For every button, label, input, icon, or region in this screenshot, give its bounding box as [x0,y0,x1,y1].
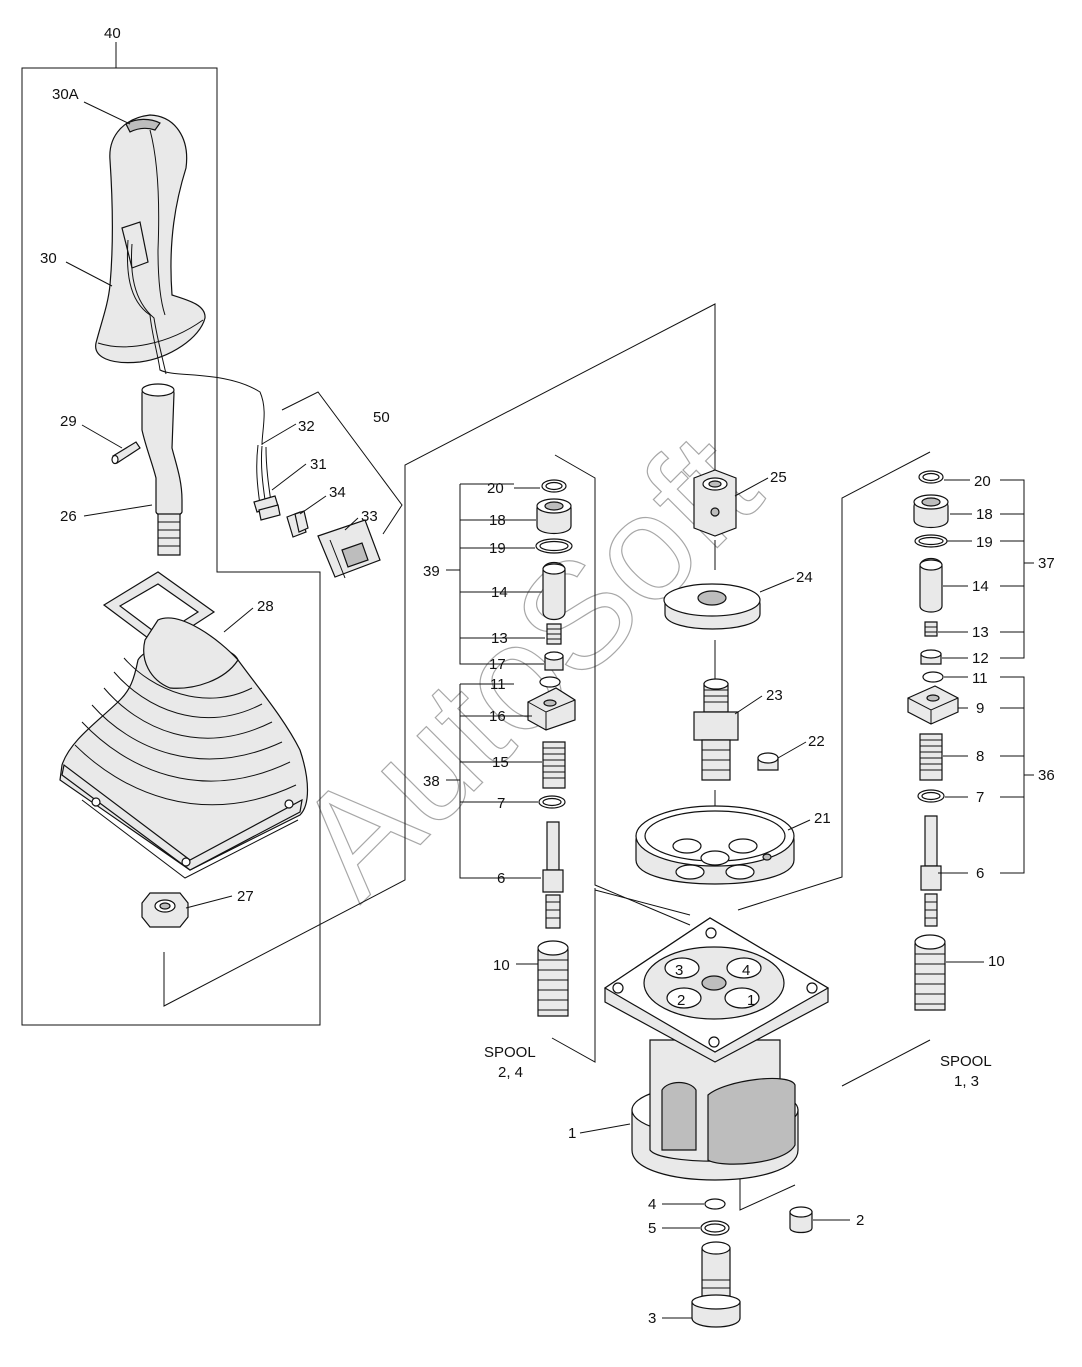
callout-labels: 40 30A 30 29 26 32 50 31 34 33 28 27 20 … [40,25,1055,1327]
label-21: 21 [814,810,831,827]
port-label-4: 4 [742,962,750,979]
label-33: 33 [361,508,378,525]
label-29: 29 [60,413,77,430]
label-13-left: 13 [491,630,508,647]
label-30: 30 [40,250,57,267]
label-40: 40 [104,25,121,42]
label-18-left: 18 [489,512,506,529]
label-27: 27 [237,888,254,905]
boot-28 [59,571,309,879]
label-31: 31 [310,456,327,473]
label-23: 23 [766,687,783,704]
spool-left-line2: 2, 4 [498,1064,523,1081]
label-10-right: 10 [988,953,1005,970]
frame-lines [21,42,931,1211]
label-18-right: 18 [976,506,993,523]
label-34: 34 [329,484,346,501]
label-17: 17 [489,656,506,673]
label-3: 3 [648,1310,656,1327]
label-1: 1 [568,1125,576,1142]
label-16: 16 [489,708,506,725]
label-50: 50 [373,409,390,426]
label-25: 25 [770,469,787,486]
label-38: 38 [423,773,440,790]
wires-and-connectors [253,444,381,579]
label-14-left: 14 [491,584,508,601]
spool-right-line1: SPOOL [940,1053,992,1070]
nut-27 [141,892,189,928]
label-20-left: 20 [487,480,504,497]
label-14-right: 14 [972,578,989,595]
leader-lines [65,101,1034,1319]
port-label-3: 3 [675,962,683,979]
label-8: 8 [976,748,984,765]
label-6-left: 6 [497,870,505,887]
label-15: 15 [492,754,509,771]
label-19-left: 19 [489,540,506,557]
pin-29 [111,441,141,465]
label-24: 24 [796,569,813,586]
label-10-left: 10 [493,957,510,974]
label-11-left: 11 [490,676,506,693]
label-13-right: 13 [972,624,989,641]
label-28: 28 [257,598,274,615]
label-7-right: 7 [976,789,984,806]
center-parts: 3 4 2 1 [603,469,830,1328]
handle-grip [95,114,265,446]
label-7-left: 7 [497,795,505,812]
label-26: 26 [60,508,77,525]
label-12: 12 [972,650,989,667]
label-32: 32 [298,418,315,435]
label-39: 39 [423,563,440,580]
spool-right-parts [907,470,959,1011]
label-9: 9 [976,700,984,717]
port-label-1: 1 [747,992,755,1009]
label-36: 36 [1038,767,1055,784]
label-37: 37 [1038,555,1055,572]
label-22: 22 [808,733,825,750]
spool-left-line1: SPOOL [484,1044,536,1061]
port-label-2: 2 [677,992,685,1009]
spool-right-line2: 1, 3 [954,1073,979,1090]
shaft-26 [141,383,183,556]
spool-left-parts [527,479,576,1017]
label-6-right: 6 [976,865,984,882]
label-30a: 30A [52,86,79,103]
label-19-right: 19 [976,534,993,551]
label-5: 5 [648,1220,656,1237]
label-2: 2 [856,1212,864,1229]
label-11-right: 11 [972,670,988,687]
label-20-right: 20 [974,473,991,490]
label-4: 4 [648,1196,656,1213]
